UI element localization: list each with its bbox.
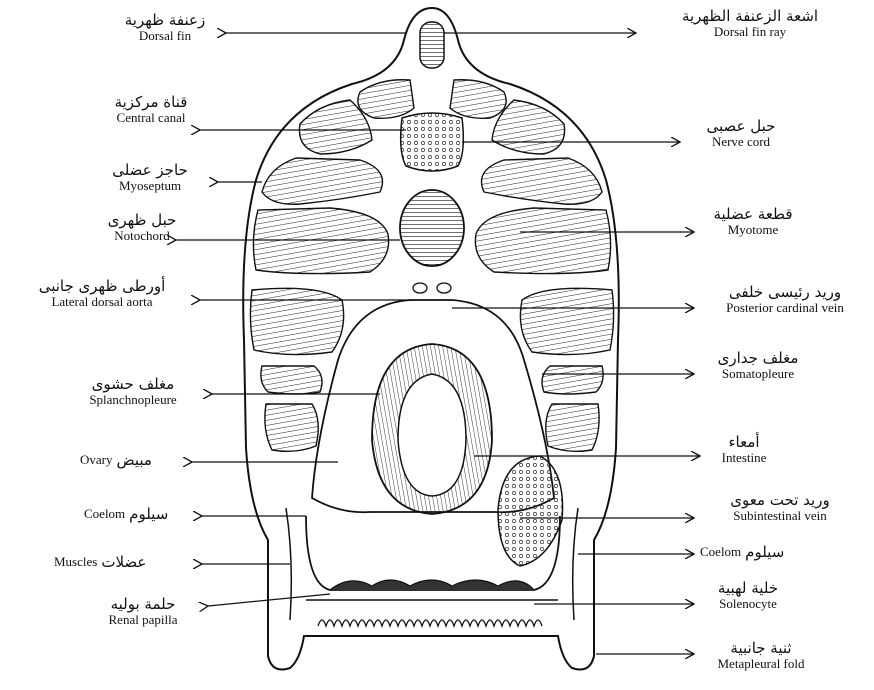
- notochord-en: Notochord: [92, 229, 192, 244]
- label-coelom-left: Coelom سيلوم: [84, 506, 168, 523]
- renal-papilla-en: Renal papilla: [78, 613, 208, 628]
- posterior-cardinal-vein-en: Posterior cardinal vein: [698, 301, 872, 316]
- label-intestine: أمعاء Intestine: [704, 434, 784, 466]
- central-canal-ar: قناة مركزية: [86, 94, 216, 111]
- coelom-right-en: Coelom: [700, 545, 741, 560]
- renal-papilla-ar: حلمة بوليه: [78, 596, 208, 613]
- aorta-right: [437, 283, 451, 293]
- myotome-ar: قطعة عضلية: [698, 206, 808, 223]
- somatopleure-ar: مغلف جدارى: [698, 350, 818, 367]
- label-central-canal: قناة مركزية Central canal: [86, 94, 216, 126]
- solenocyte-ar: خلية لهبية: [698, 580, 798, 597]
- label-dorsal-fin: زعنفة ظهرية Dorsal fin: [100, 12, 230, 44]
- central-canal-en: Central canal: [86, 111, 216, 126]
- coelom-right-ar: سيلوم: [745, 544, 784, 561]
- fin-ray-box: [420, 22, 444, 68]
- notochord-ar: حبل ظهرى: [92, 212, 192, 229]
- label-coelom-right: Coelom سيلوم: [700, 544, 784, 561]
- muscles-ar: عضلات: [101, 554, 146, 571]
- dorsal-fin-ray-ar: اشعة الزعنفة الظهرية: [640, 8, 860, 25]
- muscles-en: Muscles: [54, 555, 97, 570]
- lateral-dorsal-aorta-en: Lateral dorsal aorta: [2, 295, 202, 310]
- dorsal-fin-en: Dorsal fin: [100, 29, 230, 44]
- intestine-en: Intestine: [704, 451, 784, 466]
- metapleural-fold-en: Metapleural fold: [696, 657, 826, 672]
- dorsal-fin-ray-en: Dorsal fin ray: [640, 25, 860, 40]
- label-ovary: Ovary مبيض: [80, 452, 152, 469]
- nerve-cord: [401, 113, 464, 171]
- label-subintestinal-vein: وريد تحت معوى Subintestinal vein: [700, 492, 860, 524]
- splanchnopleure-ar: مغلف حشوى: [58, 376, 208, 393]
- metapleural-fold-ar: ثنية جانبية: [696, 640, 826, 657]
- nerve-cord-ar: حبل عصبى: [686, 118, 796, 135]
- coelom-left-ar: سيلوم: [129, 506, 168, 523]
- label-renal-papilla: حلمة بوليه Renal papilla: [78, 596, 208, 628]
- myoseptum-ar: حاجز عضلى: [90, 162, 210, 179]
- ovary-ar: مبيض: [117, 452, 152, 469]
- label-splanchnopleure: مغلف حشوى Splanchnopleure: [58, 376, 208, 408]
- label-metapleural-fold: ثنية جانبية Metapleural fold: [696, 640, 826, 672]
- solenocyte-en: Solenocyte: [698, 597, 798, 612]
- coelom-left-en: Coelom: [84, 507, 125, 522]
- label-notochord: حبل ظهرى Notochord: [92, 212, 192, 244]
- label-posterior-cardinal-vein: وريد رئيسى خلفى Posterior cardinal vein: [698, 284, 872, 316]
- aorta-left: [413, 283, 427, 293]
- myotome-en: Myotome: [698, 223, 808, 238]
- myoseptum-en: Myoseptum: [90, 179, 210, 194]
- intestine-ar: أمعاء: [704, 434, 784, 451]
- splanchnopleure-en: Splanchnopleure: [58, 393, 208, 408]
- intestine-lumen: [398, 374, 466, 496]
- nerve-cord-en: Nerve cord: [686, 135, 796, 150]
- label-solenocyte: خلية لهبية Solenocyte: [698, 580, 798, 612]
- label-myotome: قطعة عضلية Myotome: [698, 206, 808, 238]
- label-lateral-dorsal-aorta: أورطى ظهرى جانبى Lateral dorsal aorta: [2, 278, 202, 310]
- label-muscles: Muscles عضلات: [54, 554, 146, 571]
- somatopleure-en: Somatopleure: [698, 367, 818, 382]
- label-myoseptum: حاجز عضلى Myoseptum: [90, 162, 210, 194]
- subintestinal-vein-ar: وريد تحت معوى: [700, 492, 860, 509]
- ovary-en: Ovary: [80, 453, 113, 468]
- posterior-cardinal-vein-ar: وريد رئيسى خلفى: [698, 284, 872, 301]
- label-nerve-cord: حبل عصبى Nerve cord: [686, 118, 796, 150]
- label-dorsal-fin-ray: اشعة الزعنفة الظهرية Dorsal fin ray: [640, 8, 860, 40]
- notochord: [400, 190, 464, 266]
- subintestinal-vein-en: Subintestinal vein: [700, 509, 860, 524]
- label-somatopleure: مغلف جدارى Somatopleure: [698, 350, 818, 382]
- dorsal-fin-ar: زعنفة ظهرية: [100, 12, 230, 29]
- lateral-dorsal-aorta-ar: أورطى ظهرى جانبى: [2, 278, 202, 295]
